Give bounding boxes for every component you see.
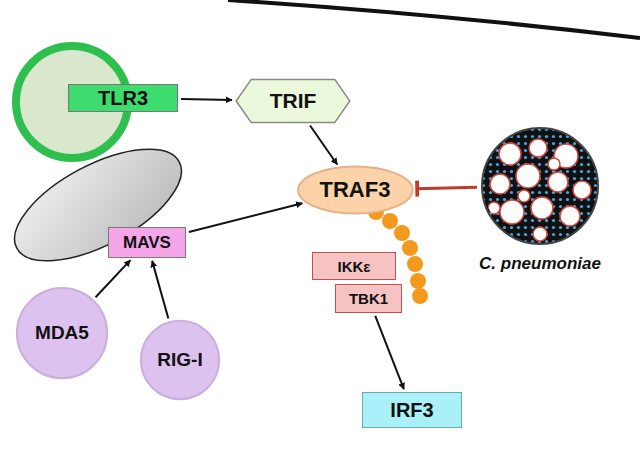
node-label: MDA5 [35, 322, 89, 344]
ubiquitin-dot [407, 256, 423, 272]
activation-arrow [375, 316, 404, 389]
pathogen-label: C. pneumoniae [479, 254, 601, 274]
activation-arrow [189, 203, 302, 232]
activation-arrow [310, 125, 337, 164]
node-label: TRIF [270, 89, 317, 113]
ubiquitin-dot [382, 213, 398, 229]
node-label: RIG-I [157, 349, 202, 371]
activation-arrow [96, 260, 131, 297]
plasma-membrane [228, 0, 640, 38]
inhibition-line [416, 187, 477, 188]
activation-arrow [181, 98, 232, 101]
node-label: TRAF3 [320, 177, 391, 203]
ubiquitin-dot [402, 240, 418, 256]
sensor-circle: RIG-I [140, 320, 220, 400]
pathogen-inclusion: C. pneumoniae [468, 126, 612, 278]
mitochondrion [0, 126, 198, 283]
adaptor-hexagon: TRIF [235, 79, 351, 123]
receptor-box: TLR3 [68, 84, 178, 112]
ubiquitin-dot [394, 225, 410, 241]
ubiquitin-dot [410, 273, 426, 289]
inclusion-drawing [480, 126, 600, 246]
transcription-factor-box: IRF3 [362, 392, 462, 428]
traf3-ellipse: TRAF3 [297, 166, 414, 214]
ubiquitin-dot [412, 288, 428, 304]
node-label: IKKε [338, 258, 371, 275]
kinase-box: IKKε [312, 252, 396, 280]
sensor-circle: MDA5 [16, 287, 108, 379]
activation-arrow [152, 261, 168, 319]
node-label: TLR3 [98, 87, 148, 110]
node-label: TBK1 [349, 290, 388, 307]
node-label: IRF3 [390, 399, 433, 422]
kinase-box: TBK1 [335, 284, 402, 313]
adaptor-box: MAVS [108, 227, 186, 258]
node-label: MAVS [123, 233, 171, 253]
